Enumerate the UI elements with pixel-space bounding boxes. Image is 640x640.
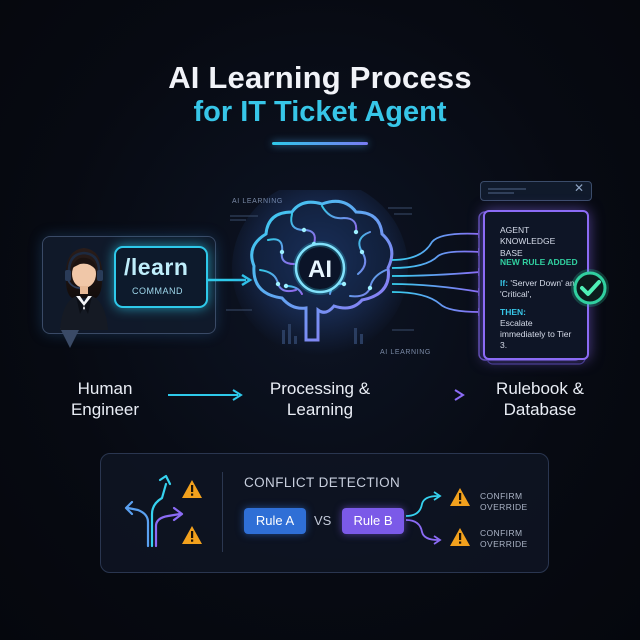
branching-arrows-icon xyxy=(124,474,202,548)
checkmark-icon xyxy=(571,269,609,307)
conflict-detection-panel xyxy=(100,453,549,573)
title-underline xyxy=(272,142,368,145)
kb-title: AGENT KNOWLEDGE BASE xyxy=(500,225,556,258)
knowledge-flow-lines xyxy=(392,230,486,316)
conflict-title: CONFLICT DETECTION xyxy=(244,475,401,490)
kb-then-text: Escalate immediately to Tier 3. xyxy=(500,318,572,351)
kb-if-rule: If: 'Server Down' and 'Critical', xyxy=(500,278,580,300)
kb-if-text: 'Server Down' and 'Critical', xyxy=(500,278,580,300)
headset-agent-icon xyxy=(60,248,108,330)
learn-command-bubble xyxy=(114,246,208,308)
stage-label-processing: Processing & Learning xyxy=(269,379,371,419)
warning-icon xyxy=(450,528,470,546)
brain-ai-label: AI xyxy=(308,256,332,283)
conflict-outcome-arrows xyxy=(405,488,470,546)
outcome-2-label: CONFIRM OVERRIDE xyxy=(480,528,528,549)
conflict-divider xyxy=(222,472,223,552)
kb-window-lines xyxy=(488,188,526,194)
warning-icon xyxy=(182,526,202,544)
learn-command-text: /learn xyxy=(124,254,189,280)
kb-window-bar xyxy=(480,181,592,201)
ai-learning-tag-bottom: AI LEARNING xyxy=(380,349,431,356)
stage-label-human: Human Engineer xyxy=(70,379,140,419)
kb-if-keyword: If: xyxy=(500,278,509,288)
stage-label-rulebook: Rulebook & Database xyxy=(496,379,584,419)
ai-learning-tag-top: AI LEARNING xyxy=(232,198,283,205)
learn-command-label: COMMAND xyxy=(132,286,183,296)
kb-new-rule: NEW RULE ADDED xyxy=(500,257,578,267)
kb-then-keyword: THEN: xyxy=(500,307,526,317)
stage-arrow-1 xyxy=(168,389,243,401)
page-subtitle: for IT Ticket Agent xyxy=(193,96,447,128)
page-title: AI Learning Process xyxy=(168,60,472,95)
outcome-1-label: CONFIRM OVERRIDE xyxy=(480,491,528,512)
rule-a-badge: Rule A xyxy=(244,508,306,534)
rule-b-badge: Rule B xyxy=(342,508,404,534)
speech-bubble-tail xyxy=(60,328,80,348)
warning-icon xyxy=(450,488,470,506)
vs-label: VS xyxy=(314,513,332,528)
brain-icon: AI xyxy=(226,190,414,356)
warning-icon xyxy=(182,480,202,498)
stage-arrow-2 xyxy=(390,389,465,401)
kb-close-icon[interactable]: ✕ xyxy=(574,181,585,195)
